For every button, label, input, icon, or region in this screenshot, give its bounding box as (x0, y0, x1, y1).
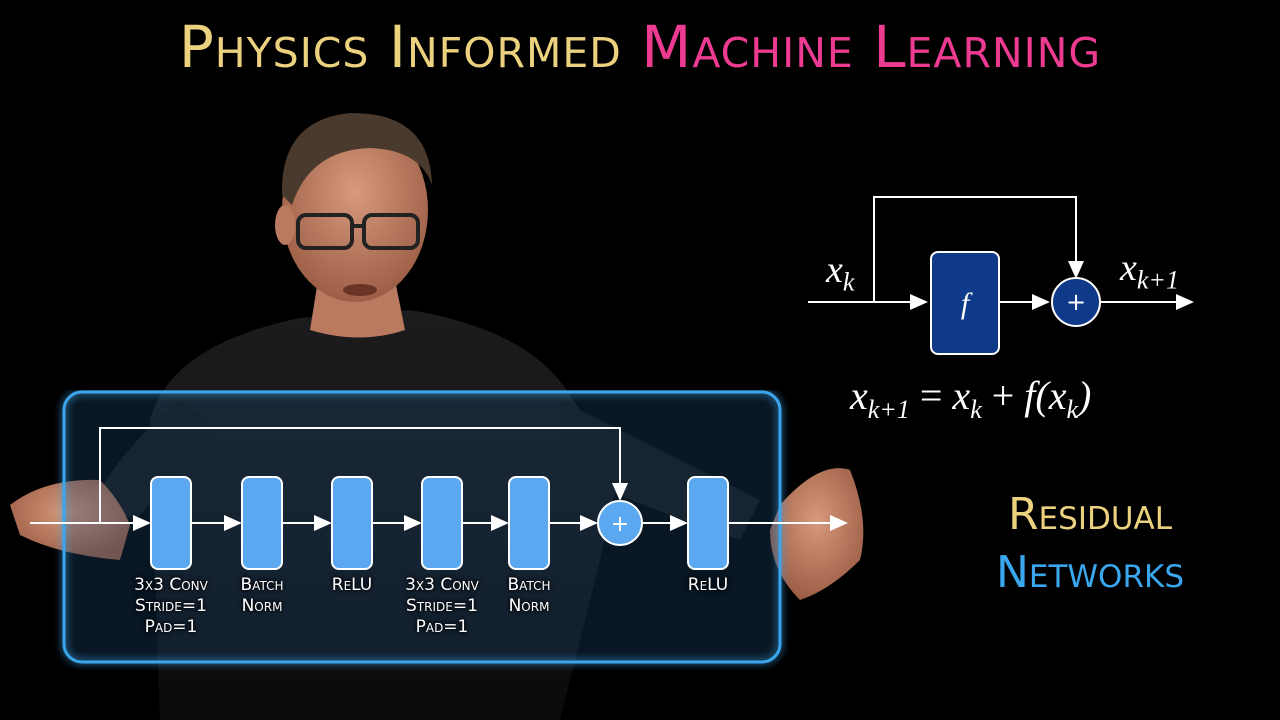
resnet-layer-block (508, 476, 550, 570)
resnet-layer-label-line: Pad=1 (144, 617, 198, 637)
resnet-layer-label-line: Norm (241, 596, 283, 616)
resnet-diagram: + (30, 390, 848, 664)
resnet-layer-block (150, 476, 192, 570)
output-label: xk+1 (1120, 247, 1179, 295)
residual-block-diagram: f + (808, 196, 1194, 355)
resnet-layer-block (687, 476, 729, 570)
resnet-sum-node (597, 500, 643, 546)
sum-node-symbol: + (1066, 288, 1086, 316)
topic-line-networks: Networks (995, 547, 1185, 598)
resnet-layer-label-line: Stride=1 (135, 596, 207, 616)
resnet-skip-connection (99, 427, 628, 523)
skip-connection (873, 196, 1084, 302)
resnet-layer-label-line: Batch (240, 575, 284, 595)
resnet-layer-label-line: Norm (508, 596, 550, 616)
resnet-layer-label-line: ReLU (331, 575, 373, 595)
resnet-layer-label: ReLU (292, 575, 412, 596)
resnet-layer-label-line: Batch (507, 575, 551, 595)
resnet-layer-label-line: Pad=1 (415, 617, 469, 637)
resnet-layer-block (331, 476, 373, 570)
residual-equation: xk+1 = xk + f(xk) (850, 373, 1092, 424)
resnet-layer-label-line: 3x3 Conv (134, 575, 208, 595)
resnet-layer-label-line: 3x3 Conv (405, 575, 479, 595)
resnet-layer-label-line: Stride=1 (406, 596, 478, 616)
topic-line-residual: Residual (1007, 489, 1173, 540)
slide-title: Physics Informed Machine Learning (0, 6, 1280, 88)
resnet-layer-label: ReLU (648, 575, 768, 596)
resnet-layer-block (421, 476, 463, 570)
input-label: xk (826, 249, 855, 297)
resnet-layer-block (241, 476, 283, 570)
presenter-right-hand (770, 468, 864, 600)
resnet-sum-symbol: + (611, 512, 629, 537)
topic-title: Residual Networks (930, 486, 1250, 602)
title-part-physics: Physics Informed (178, 13, 622, 81)
title-part-ml: Machine Learning (641, 13, 1102, 81)
resnet-layer-label-line: ReLU (687, 575, 729, 595)
